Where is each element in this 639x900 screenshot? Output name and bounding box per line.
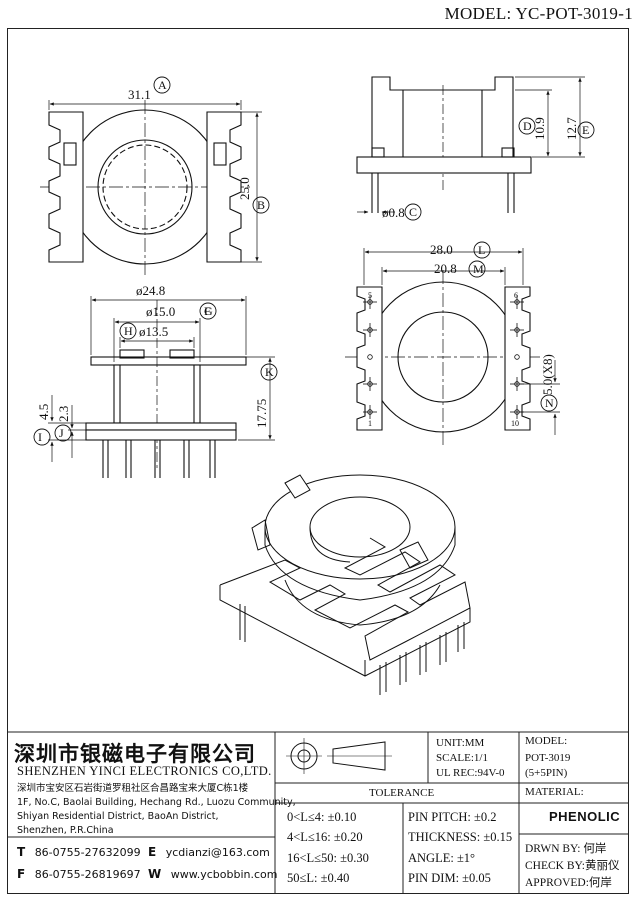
ul-text: UL REC:94V-0 — [436, 767, 505, 779]
tolerance-label: TOLERANCE — [369, 787, 435, 799]
tolerance-angle: ANGLE: ±1° — [408, 851, 476, 865]
isometric-view — [219, 474, 471, 695]
company-name-cn: 深圳市银磁电子有限公司 — [14, 742, 256, 766]
dim-pin-span: 28.0 — [430, 242, 453, 257]
checked-by: CHECK BY:黄丽仪 — [525, 860, 620, 872]
dim-bore-inner: ø13.5 — [139, 324, 168, 339]
pin-label-10: 10 — [511, 419, 519, 428]
address-en-1: 1F, No.C, Baolai Building, Hechang Rd., … — [17, 797, 296, 808]
dim-inner-span: 20.8 — [434, 261, 457, 276]
scale-text: SCALE:1/1 — [436, 752, 488, 764]
dim-top-height: 25.0 — [237, 177, 252, 200]
tag-m: M — [473, 262, 484, 276]
material-label: MATERIAL: — [525, 786, 584, 798]
tolerance-3: 16<L≤50: ±0.30 — [287, 851, 369, 865]
tag-j: J — [59, 426, 64, 440]
dim-pitch: 5.0(X8) — [540, 354, 555, 395]
pin-label-1: 1 — [368, 419, 372, 428]
model-pins: (5+5PIN) — [525, 767, 568, 779]
phone-number: 86-0755-27632099 — [34, 846, 141, 859]
tag-b: B — [257, 198, 265, 212]
fax-label: F — [17, 867, 26, 881]
address-block: 深圳市宝安区石岩街道罗租社区合昌路宝来大厦C栋1楼 1F, No.C, Baol… — [17, 782, 296, 838]
dim-pin-dia: ø0.8 — [382, 205, 405, 220]
dim-base-h2: 2.3 — [56, 406, 71, 422]
pin-label-6: 6 — [514, 291, 518, 300]
tolerance-4: 50≤L: ±0.40 — [287, 871, 350, 885]
fax-line: F 86-0755-26819697 — [17, 867, 141, 881]
tolerance-1: 0<L≤4: ±0.10 — [287, 810, 357, 824]
address-en-3: Shenzhen, P.R.China — [17, 825, 114, 836]
drawn-by: DRWN BY: 何岸 — [525, 843, 607, 855]
dim-total-h: 17.75 — [254, 399, 269, 428]
tolerance-pin-pitch: PIN PITCH: ±0.2 — [408, 810, 497, 824]
tag-f-circle: F — [204, 304, 211, 318]
drawing-frame — [7, 28, 629, 894]
tolerance-2: 4<L≤16: ±0.20 — [287, 830, 363, 844]
approved-by: APPROVED:何岸 — [525, 877, 612, 889]
side-view — [356, 76, 595, 221]
fax-number: 86-0755-26819697 — [34, 868, 141, 881]
projection-symbol-icon — [286, 738, 392, 774]
top-view — [40, 76, 270, 275]
material-value: PHENOLIC — [549, 809, 621, 824]
pin-label-5: 5 — [368, 291, 372, 300]
tolerance-pin-dim: PIN DIM: ±0.05 — [408, 871, 491, 885]
email-line: E ycdianzi@163.com — [148, 845, 270, 859]
address-en-2: Shiyan Residential District, BaoAn Distr… — [17, 811, 219, 822]
dim-flange-dia: ø24.8 — [136, 283, 165, 298]
web-line: W www.ycbobbin.com — [148, 867, 277, 881]
tag-k: K — [265, 365, 274, 379]
tag-c: C — [409, 205, 417, 219]
front-view — [33, 296, 278, 478]
tag-d: D — [523, 119, 532, 133]
tag-h: H — [124, 324, 133, 338]
email-address: ycdianzi@163.com — [165, 846, 270, 859]
tag-n: N — [545, 396, 554, 410]
email-label: E — [148, 845, 157, 859]
unit-text: UNIT:MM — [436, 737, 485, 749]
model-header: MODEL: YC-POT-3019-1 — [444, 4, 633, 23]
dim-side-h1: 10.9 — [532, 117, 547, 140]
dim-base-h: 4.5 — [36, 404, 51, 420]
title-block-grid — [7, 731, 629, 894]
tag-g: G — [204, 304, 213, 318]
dim-bore-outer: ø15.0 — [146, 304, 175, 319]
phone-line: T 86-0755-27632099 — [17, 845, 141, 859]
bottom-view — [345, 241, 560, 445]
phone-label: T — [17, 845, 26, 859]
dim-side-h2: 12.7 — [564, 117, 579, 140]
address-cn: 深圳市宝安区石岩街道罗租社区合昌路宝来大厦C栋1楼 — [17, 783, 249, 794]
company-name-en: SHENZHEN YINCI ELECTRONICS CO,LTD. — [17, 764, 272, 778]
tag-a: A — [158, 78, 167, 92]
tag-l: L — [478, 243, 485, 257]
web-address: www.ycbobbin.com — [170, 868, 278, 881]
dim-top-width: 31.1 — [128, 87, 151, 102]
tolerance-thickness: THICKNESS: ±0.15 — [408, 830, 513, 844]
web-label: W — [148, 867, 162, 881]
model-value: POT-3019 — [525, 752, 571, 764]
tag-i: I — [38, 430, 42, 444]
model-label: MODEL: — [525, 735, 568, 747]
tag-e: E — [582, 123, 589, 137]
